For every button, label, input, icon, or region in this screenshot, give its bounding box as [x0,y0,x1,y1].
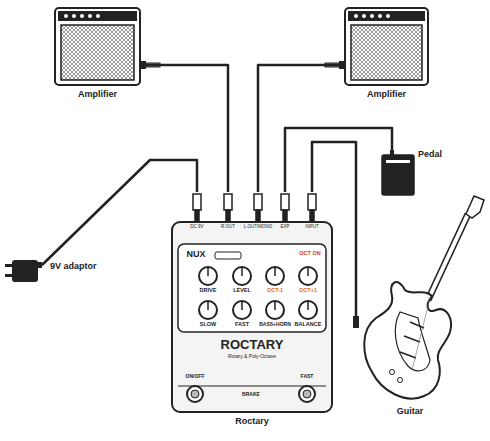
panel-label: ON/OFF [186,374,205,379]
panel-label: DC 9V [190,225,203,230]
panel-label: BALANCE [295,322,322,328]
power-adaptor [5,260,42,282]
panel-label: DRIVE [200,288,217,294]
panel-label: OCT+1 [299,288,317,294]
node-label: Roctary [235,417,269,426]
cable [285,128,392,192]
panel-label: FAST [301,374,314,379]
cable [312,142,356,192]
panel-label: OCT-1 [267,288,283,294]
amplifier-right [325,8,428,85]
panel-label: SLOW [200,322,217,328]
panel-label: R.OUT [221,225,235,230]
panel-label: NUX [186,250,205,259]
amplifier-box: Amplifier [55,8,140,85]
panel-label: OCT ON [299,251,320,257]
panel-label: Rotary & Poly-Octave [228,354,276,359]
node-label: Guitar [397,407,424,416]
panel-label: INPUT [305,225,319,230]
cable [42,160,197,265]
jack-plugs [193,194,316,222]
node-label: Amplifier [78,90,117,99]
amplifier-left [55,8,160,85]
node-label: Amplifier [367,90,406,99]
cable [140,65,228,192]
roctary-pedal [172,222,336,412]
electric-guitar [353,190,484,399]
panel-label: LEVEL [233,288,251,294]
guitar-box: Guitar [350,190,485,404]
panel-label: FAST [235,322,249,328]
panel-label: EXP [280,225,289,230]
panel-label: L.OUT/MONO [244,225,273,230]
panel-label: BASS+HORN [259,322,291,327]
node-label: Pedal [418,150,442,159]
node-label: 9V adaptor [50,262,97,271]
expression-pedal [382,150,414,195]
panel-label: ROCTARY [221,338,284,351]
panel-label: BRAKE [242,392,260,397]
pedal-box: Pedal [382,150,414,195]
amplifier-box: Amplifier [345,8,428,85]
adaptor-box: 9V adaptor [5,255,42,285]
